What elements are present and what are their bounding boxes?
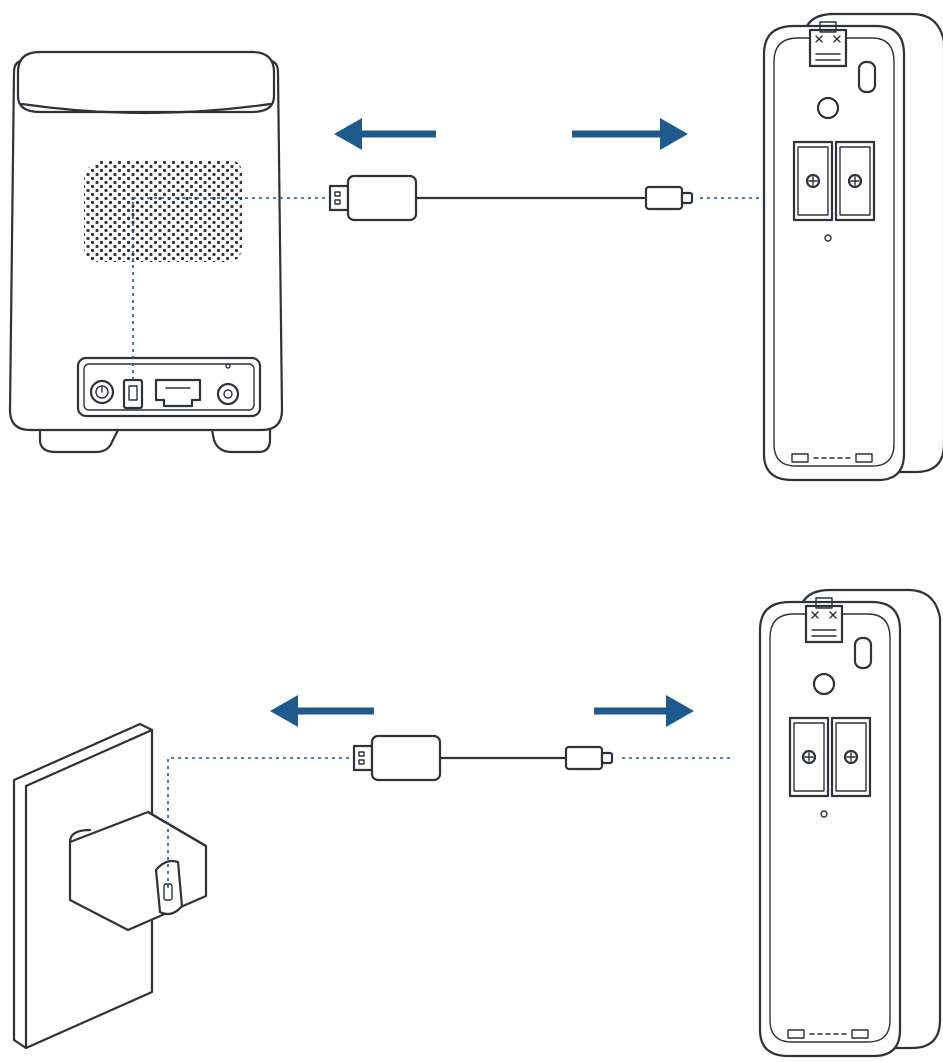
usb-c-connector-icon: [644, 185, 694, 211]
guide-line-hub-port: [132, 197, 330, 380]
charging-cable: [328, 174, 694, 222]
video-doorbell-icon: [758, 588, 942, 1058]
guide-line-adapter-port: [167, 757, 356, 888]
wall-power-adapter-icon: [12, 722, 208, 1050]
usb-c-connector-icon: [564, 745, 614, 771]
video-doorbell-icon: [762, 12, 943, 482]
arrow-left-icon: [334, 118, 436, 150]
arrow-right-icon: [572, 118, 688, 150]
usb-a-connector-icon: [328, 174, 418, 222]
panel-charge-via-wall: [12, 588, 942, 1058]
home-base-hub-icon: [8, 50, 284, 454]
panel-charge-via-hub: [8, 12, 943, 482]
charging-cable-2: [352, 734, 614, 782]
arrow-left-icon: [270, 695, 374, 727]
arrow-right-icon: [594, 695, 694, 727]
usb-a-connector-icon: [352, 734, 442, 782]
